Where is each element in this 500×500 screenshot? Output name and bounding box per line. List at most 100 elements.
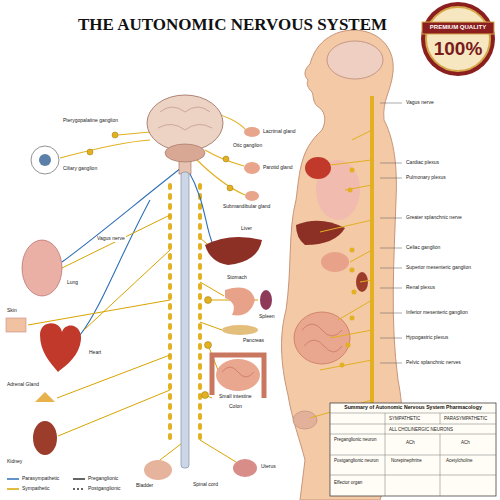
legend-text: Preganglionic: [88, 476, 118, 482]
ganglion-label: Superior mesenteric ganglion: [405, 265, 472, 271]
legend-entry: Parasympathetic: [6, 476, 59, 482]
uterus: [233, 459, 257, 477]
spleen: [260, 290, 272, 310]
lung: [22, 240, 62, 296]
ganglion-label: Otic ganglion: [232, 143, 263, 149]
liver: [205, 237, 262, 265]
cerebellum: [165, 144, 205, 162]
legend-sample: [6, 486, 20, 492]
ganglion: [112, 132, 118, 138]
plexus-dot: [350, 168, 355, 173]
lacrimal-gland: [244, 127, 260, 137]
ganglion-label: Ciliary ganglion: [62, 166, 98, 172]
stomach: [321, 252, 349, 272]
legend-sample: [72, 486, 86, 492]
legend-line: [7, 478, 19, 480]
eye: [31, 146, 59, 174]
organ-label: Liver: [240, 226, 253, 232]
vagus-nerve: [62, 168, 212, 335]
table-header: PARASYMPATHETIC: [443, 416, 488, 421]
plexus-dot: [340, 363, 345, 368]
spinal-cord: [181, 172, 189, 468]
plexus-dot: [346, 343, 351, 348]
ganglion-label: Pterygopalatine ganglion: [62, 118, 119, 124]
table-frame: [330, 403, 496, 496]
legend-entry: Sympathetic: [6, 486, 50, 492]
intestines: [294, 312, 350, 364]
table-cell: ACh: [405, 440, 416, 445]
table-cell: Acetylcholine: [445, 458, 474, 463]
pancreas: [222, 325, 258, 335]
organ-label: Kidney: [6, 459, 23, 465]
organ-label: Bladder: [135, 483, 154, 489]
badge-face: [426, 7, 490, 71]
ganglion: [205, 297, 212, 304]
colon: [212, 355, 264, 398]
badge-ring: [421, 2, 495, 76]
ganglion: [223, 156, 229, 162]
organ-label: Colon: [228, 404, 243, 410]
legend-entry: Preganglionic: [72, 476, 118, 482]
kidney: [33, 421, 57, 455]
nerve-label: Hypogastric plexus: [405, 335, 449, 341]
plexus-dot: [352, 290, 357, 295]
poster-title: THE AUTONOMIC NERVOUS SYSTEM: [78, 16, 387, 35]
legend-sample: [72, 476, 86, 482]
ganglion-label: Inferior mesenteric ganglion: [405, 310, 469, 316]
nerve-label: Cardiac plexus: [405, 160, 440, 166]
legend-text: Postganglionic: [88, 486, 121, 492]
bladder: [293, 411, 317, 429]
organ-label: Submandibular gland: [222, 204, 271, 210]
ganglion: [202, 392, 209, 399]
table-cell: Preganglionic neuron: [333, 437, 378, 442]
table-cell: Norepinephrine: [390, 458, 423, 463]
spinal-nerves: [310, 130, 372, 418]
badge-ribbon: [422, 22, 494, 34]
organ-label: Stomach: [226, 275, 248, 281]
ganglion: [205, 342, 212, 349]
ganglion: [87, 149, 93, 155]
ganglion: [227, 185, 233, 191]
spine: [370, 96, 374, 440]
nerve-label: Vagus nerve: [96, 236, 126, 242]
badge-text: PREMIUM QUALITY: [420, 24, 496, 31]
legend-text: Sympathetic: [22, 486, 50, 492]
intestine-coils: [302, 324, 342, 352]
cerebrum: [147, 95, 223, 151]
skin: [6, 318, 26, 332]
legend-line: [73, 488, 85, 490]
legend-text: Parasympathetic: [22, 476, 59, 482]
organ-label: Heart: [88, 350, 102, 356]
plexus-dot: [350, 268, 355, 273]
table-title: Summary of Autonomic Nervous System Phar…: [330, 405, 496, 411]
organ-label: Spleen: [258, 314, 276, 320]
badge-number: 100%: [420, 39, 496, 60]
leader-lines: [380, 103, 402, 363]
intestine-coils: [222, 367, 254, 377]
ganglia: [87, 132, 233, 399]
organ-label: Skin: [6, 308, 18, 314]
nerve-label: Renal plexus: [405, 285, 436, 291]
nerve-label: Greater splanchnic nerve: [405, 215, 463, 221]
heart: [305, 157, 331, 179]
brain: [327, 41, 383, 79]
plexus-dots: [340, 168, 357, 368]
iris: [39, 154, 51, 166]
legend-sample: [6, 476, 20, 482]
structure-label: Spinal cord: [192, 482, 219, 488]
stomach: [225, 288, 255, 316]
organ-label: Lung: [66, 280, 79, 286]
table-header: SYMPATHETIC: [388, 416, 421, 421]
table-grid: [330, 413, 496, 496]
parotid-gland: [244, 162, 260, 174]
organ-label: Adrenal Gland: [6, 382, 40, 388]
organ-label: Uterus: [260, 464, 277, 470]
nerve-label: Vagus nerve: [405, 100, 435, 106]
plexus-dot: [348, 188, 353, 193]
heart: [40, 323, 81, 372]
nerve-label: Pelvic splanchnic nerves: [405, 360, 462, 366]
bladder: [144, 460, 172, 480]
organ-label: Lacrimal gland: [262, 129, 297, 135]
small-intestine: [216, 359, 260, 391]
